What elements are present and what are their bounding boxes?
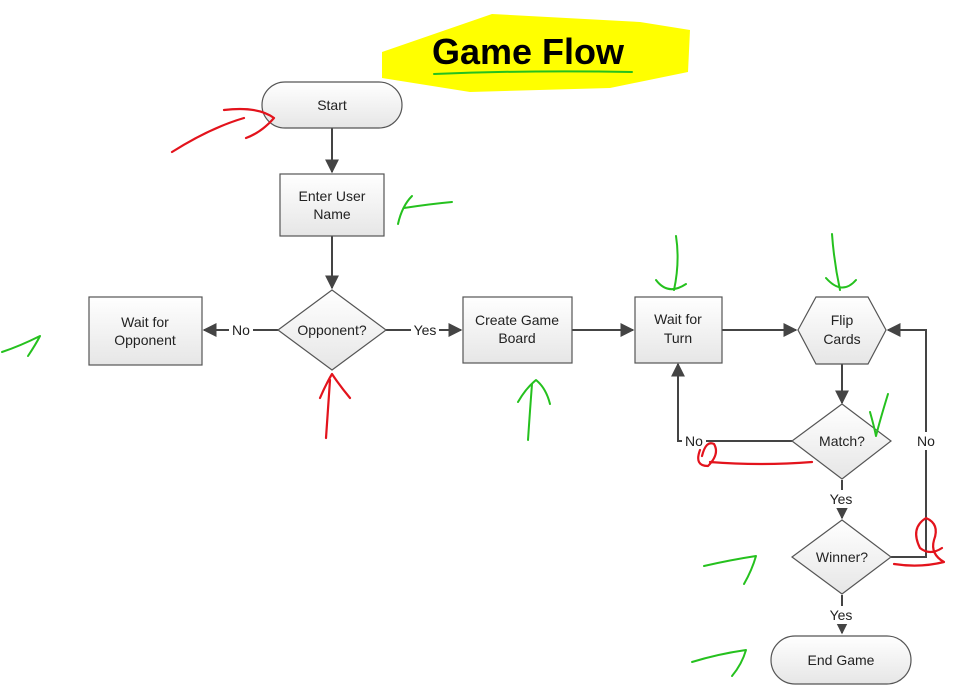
green-arrow-end [691, 649, 747, 677]
green-arrow-enter [397, 195, 453, 225]
green-arrow-create [517, 379, 551, 441]
node-flip-cards-line2: Cards [823, 331, 860, 347]
edge-label-opponent-yes: Yes [414, 322, 437, 338]
red-scribble-winner-no [892, 516, 946, 567]
node-create-game-board-line1: Create Game [475, 312, 559, 328]
green-arrow-winner [703, 555, 757, 585]
node-wait-for-opponent-line2: Opponent [114, 332, 176, 348]
node-flip-cards: Flip Cards [797, 296, 887, 365]
green-annotations [1, 195, 889, 677]
node-match: Match? [790, 403, 892, 480]
red-arrow-opponent [318, 372, 352, 440]
node-create-game-board-line2: Board [498, 330, 535, 346]
node-wait-for-turn-line1: Wait for [654, 311, 702, 327]
page-title: Game Flow [432, 31, 625, 72]
red-annotations [170, 107, 946, 567]
edge-label-winner-no: No [917, 433, 935, 449]
edge-label-winner-yes: Yes [830, 607, 853, 623]
green-check-left [1, 335, 41, 357]
node-wait-for-opponent-line1: Wait for [121, 314, 169, 330]
node-wait-for-turn: Wait for Turn [634, 296, 723, 364]
node-opponent: Opponent? [276, 289, 388, 371]
node-enter-user-name-line1: Enter User [299, 188, 366, 204]
node-match-label: Match? [819, 433, 865, 449]
green-arrow-flip [825, 233, 857, 291]
node-enter-user-name-line2: Name [313, 206, 351, 222]
node-flip-cards-line1: Flip [831, 312, 854, 328]
edge-label-match-no: No [685, 433, 703, 449]
red-arrow-start [170, 107, 276, 154]
node-end-game: End Game [770, 635, 912, 685]
edge-match-no [671, 362, 792, 442]
node-enter-user-name: Enter User Name [279, 173, 385, 237]
edge-label-opponent-no: No [232, 322, 250, 338]
node-wait-for-opponent: Wait for Opponent [88, 296, 203, 366]
node-winner: Winner? [790, 519, 892, 595]
node-opponent-label: Opponent? [297, 322, 366, 338]
edge-label-match-yes: Yes [830, 491, 853, 507]
red-scribble-match-no [697, 442, 814, 468]
green-check-match [869, 393, 889, 437]
title-underline [433, 70, 633, 75]
node-winner-label: Winner? [816, 549, 868, 565]
node-wait-for-turn-line2: Turn [664, 330, 692, 346]
node-start-label: Start [317, 97, 347, 113]
node-start: Start [261, 81, 403, 129]
green-arrow-wait [655, 235, 687, 291]
node-create-game-board: Create Game Board [462, 296, 573, 364]
node-end-game-label: End Game [808, 652, 875, 668]
